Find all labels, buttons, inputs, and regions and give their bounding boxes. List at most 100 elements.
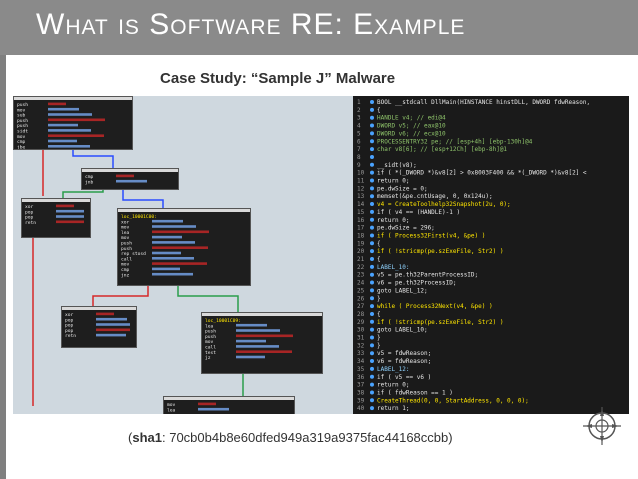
asm-instruction: call <box>121 256 132 262</box>
pseudocode-line-number: 32 <box>357 342 365 349</box>
breakpoint-marker <box>370 343 374 348</box>
asm-operand <box>56 220 84 224</box>
asm-block-header <box>62 307 136 310</box>
asm-instruction: push <box>17 118 28 124</box>
pseudocode-line-number: 29 <box>357 319 365 326</box>
pseudocode-line: if ( fdwReason == 1 ) <box>377 389 453 396</box>
asm-instruction: call <box>205 345 216 351</box>
asm-instruction: retn <box>25 220 36 226</box>
breakpoint-marker <box>370 225 374 230</box>
asm-operand <box>96 323 130 326</box>
graph-edge <box>92 284 149 306</box>
breakpoint-marker <box>370 398 374 403</box>
asm-operand <box>152 241 195 244</box>
asm-operand <box>152 246 208 249</box>
breakpoint-marker <box>370 257 374 261</box>
asm-instruction: push <box>205 334 216 340</box>
pseudocode-line-number: 21 <box>357 256 365 263</box>
asm-instruction: pop <box>65 329 74 334</box>
asm-instruction: push <box>205 329 216 335</box>
asm-operand <box>116 174 134 178</box>
asm-operand <box>152 235 182 239</box>
asm-instruction: pop <box>65 318 74 323</box>
asm-operand <box>152 219 183 223</box>
asm-operand <box>152 267 180 271</box>
asm-operand <box>48 134 104 137</box>
asm-instruction: sub <box>17 113 26 119</box>
asm-block-header <box>202 313 322 316</box>
pseudocode-line: BOOL __stdcall DllMain(HINSTANCE hinstDL… <box>377 99 590 106</box>
asm-operand <box>116 179 147 183</box>
pseudocode-line: DWORD v5; // eax@10 <box>377 123 446 130</box>
asm-operand <box>236 355 265 359</box>
pseudocode-line-number: 3 <box>357 115 361 122</box>
crosshair-compass-icon <box>583 407 621 445</box>
asm-instruction: cmp <box>17 140 26 145</box>
breakpoint-marker <box>370 147 374 152</box>
asm-operand <box>152 257 194 260</box>
pseudocode-line-number: 24 <box>357 280 365 287</box>
asm-operand <box>152 230 209 234</box>
asm-instruction: retn <box>65 333 76 339</box>
breakpoint-marker <box>370 351 374 356</box>
breakpoint-marker <box>370 288 374 293</box>
pseudocode-line-number: 5 <box>357 130 361 137</box>
pseudocode-line: if ( !stricmp(pe.szExeFile, Str2) ) <box>377 319 503 326</box>
pseudocode-line: if ( Process32First(v4, &pe) ) <box>377 232 485 239</box>
breakpoint-marker <box>370 241 374 246</box>
asm-operand <box>48 113 92 116</box>
pseudocode-line: } <box>377 335 381 342</box>
breakpoint-marker <box>370 233 374 238</box>
pseudocode-line: } <box>377 295 381 302</box>
asm-instruction: lea <box>167 407 176 413</box>
pseudocode-line-number: 9 <box>357 162 361 169</box>
breakpoint-marker <box>370 249 374 254</box>
pseudocode-line: memset(&pe.cntUsage, 0, 0x124u); <box>377 193 493 200</box>
breakpoint-marker <box>370 170 374 175</box>
asm-operand <box>96 312 114 316</box>
pseudocode-line: v5 = pe.th32ParentProcessID; <box>377 272 478 279</box>
pseudocode-line-number: 25 <box>357 287 365 294</box>
slide-title-bar: What is Software RE: Example <box>0 0 638 55</box>
breakpoint-marker <box>370 296 374 301</box>
pseudocode-line: v4 = CreateToolhelp32Snapshot(2u, 0); <box>377 201 511 208</box>
pseudocode-line-number: 19 <box>357 240 365 247</box>
pseudocode-line: if ( *(_DWORD *)&v8[2] > 0x8003F400 && *… <box>377 170 587 177</box>
asm-instruction: cmp <box>121 268 130 273</box>
slide-left-bar <box>0 0 6 479</box>
breakpoint-marker <box>370 390 374 395</box>
asm-instruction: rep stosd <box>121 251 146 257</box>
pseudocode-line: return 1; <box>377 405 410 412</box>
pseudocode-line-number: 2 <box>357 107 361 114</box>
asm-block-header <box>22 199 90 202</box>
pseudocode-line-number: 14 <box>357 201 365 208</box>
asm-operand <box>152 272 193 276</box>
breakpoint-marker <box>370 131 374 136</box>
breakpoint-marker <box>370 406 374 411</box>
breakpoint-marker <box>370 123 374 128</box>
pseudocode-line: return 0; <box>377 382 410 389</box>
pseudocode-line-number: 6 <box>357 138 361 145</box>
pseudocode-line-number: 12 <box>357 185 365 192</box>
pseudocode-line: PROCESSENTRY32 pe; // [esp+4h] [ebp-130h… <box>377 138 533 145</box>
asm-instruction: mov <box>121 263 130 268</box>
breakpoint-marker <box>370 162 374 167</box>
pseudocode-line: pe.dwSize = 0; <box>377 185 428 192</box>
graph-edge <box>122 188 164 208</box>
breakpoint-marker <box>370 311 374 316</box>
asm-instruction: jz <box>205 355 211 361</box>
slide-subtitle: Case Study: “Sample J” Malware <box>160 70 396 87</box>
breakpoint-marker <box>370 194 374 199</box>
asm-operand <box>96 317 127 321</box>
pseudocode-line: v5 = fdwReason; <box>377 350 431 357</box>
